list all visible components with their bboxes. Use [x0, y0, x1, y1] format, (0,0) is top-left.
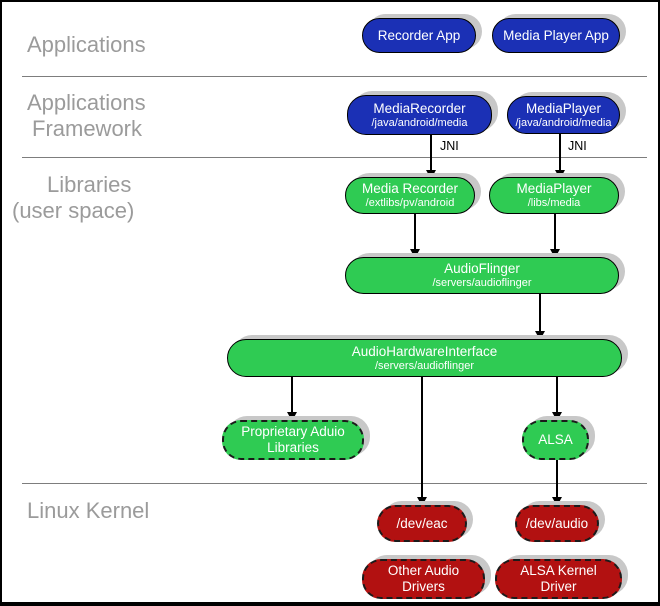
- node-title: Proprietary Aduio Libraries: [241, 424, 345, 455]
- node-title: Media Recorder: [361, 181, 459, 196]
- node-subtitle: /java/android/media: [515, 116, 612, 129]
- layer-label-line: (user space): [12, 198, 135, 223]
- node-title: /dev/audio: [525, 515, 589, 531]
- node-subtitle: /servers/audioflinger: [432, 277, 532, 289]
- node-title: /dev/eac: [396, 515, 448, 531]
- jni-left-label: JNI: [440, 139, 459, 153]
- edge-ahi-deveac-line: [421, 377, 423, 505]
- node-audioflinger: AudioFlinger /servers/audioflinger: [345, 257, 619, 294]
- edge-mediarecorder-audioflinger-arrowhead: [410, 249, 420, 258]
- node-mediaplayer-framework: MediaPlayer /java/android/media: [507, 96, 620, 134]
- edge-ahi-alsa-arrowhead: [552, 412, 562, 421]
- edge-ahi-proprietary-line: [291, 377, 293, 420]
- node-alsa: ALSA: [522, 420, 589, 460]
- node-title: AudioHardwareInterface: [351, 343, 498, 359]
- node-media-recorder-lib: Media Recorder /extlibs/pv/android: [345, 177, 475, 214]
- node-title: ALSA Kernel Driver: [520, 563, 597, 594]
- layer-label-line: Applications: [27, 32, 146, 57]
- layer-label-linux-kernel: Linux Kernel: [27, 498, 149, 524]
- edge-mediaplayer-audioflinger-line: [554, 214, 556, 257]
- node-title: Recorder App: [377, 27, 461, 43]
- node-proprietary-audio-libraries: Proprietary Aduio Libraries: [222, 420, 364, 460]
- edge-mediaplayer-audioflinger-arrowhead: [550, 249, 560, 258]
- layer-label-libraries: Libraries (user space): [12, 172, 134, 224]
- node-title: MediaPlayer: [516, 181, 592, 196]
- node-subtitle: /servers/audioflinger: [374, 359, 475, 372]
- edge-jni-right-line: [559, 134, 561, 178]
- edge-jni-right-arrowhead: [555, 170, 565, 179]
- layer-label-line: Libraries: [47, 172, 132, 197]
- layer-divider-framework: [22, 157, 647, 158]
- layer-divider-applications: [22, 76, 647, 77]
- edge-ahi-deveac-arrowhead: [417, 497, 427, 506]
- edge-jni-left-arrowhead: [426, 170, 436, 179]
- edge-mediarecorder-audioflinger-line: [414, 214, 416, 257]
- edge-alsa-devaudio-line: [556, 460, 558, 505]
- edge-jni-left-line: [430, 135, 432, 178]
- edge-alsa-devaudio-arrowhead: [552, 497, 562, 506]
- node-title: MediaRecorder: [373, 100, 466, 116]
- node-recorder-app: Recorder App: [362, 18, 476, 53]
- node-subtitle: /extlibs/pv/android: [365, 197, 455, 209]
- layer-label-line: Applications: [27, 90, 146, 115]
- layer-label-applications: Applications: [27, 32, 146, 58]
- node-title: AudioFlinger: [444, 261, 520, 276]
- node-alsa-kernel-driver: ALSA Kernel Driver: [495, 559, 622, 599]
- node-title: MediaPlayer: [525, 100, 602, 116]
- layer-label-line: Framework: [32, 116, 143, 141]
- node-mediaplayer-lib: MediaPlayer /libs/media: [489, 177, 619, 214]
- node-subtitle: /libs/media: [527, 197, 581, 209]
- node-subtitle: /java/android/media: [371, 116, 468, 129]
- edge-audioflinger-ahi-line: [539, 294, 541, 339]
- node-audiohardwareinterface: AudioHardwareInterface /servers/audiofli…: [227, 339, 622, 377]
- layer-label-line: Linux Kernel: [27, 498, 150, 523]
- jni-right-label: JNI: [568, 139, 587, 153]
- layer-divider-kernel: [22, 483, 647, 484]
- node-title: Media Player App: [503, 27, 609, 43]
- edge-ahi-alsa-line: [556, 377, 558, 420]
- node-title: Other Audio Drivers: [387, 563, 460, 594]
- node-dev-eac: /dev/eac: [377, 505, 467, 542]
- node-media-player-app: Media Player App: [492, 18, 620, 53]
- edge-ahi-proprietary-arrowhead: [287, 412, 297, 421]
- node-dev-audio: /dev/audio: [515, 505, 599, 542]
- layer-label-applications-framework: Applications Framework: [27, 90, 146, 142]
- node-mediarecorder-framework: MediaRecorder /java/android/media: [347, 95, 492, 135]
- edge-audioflinger-ahi-arrowhead: [535, 331, 545, 340]
- node-title: ALSA: [538, 432, 573, 447]
- node-other-audio-drivers: Other Audio Drivers: [362, 559, 485, 599]
